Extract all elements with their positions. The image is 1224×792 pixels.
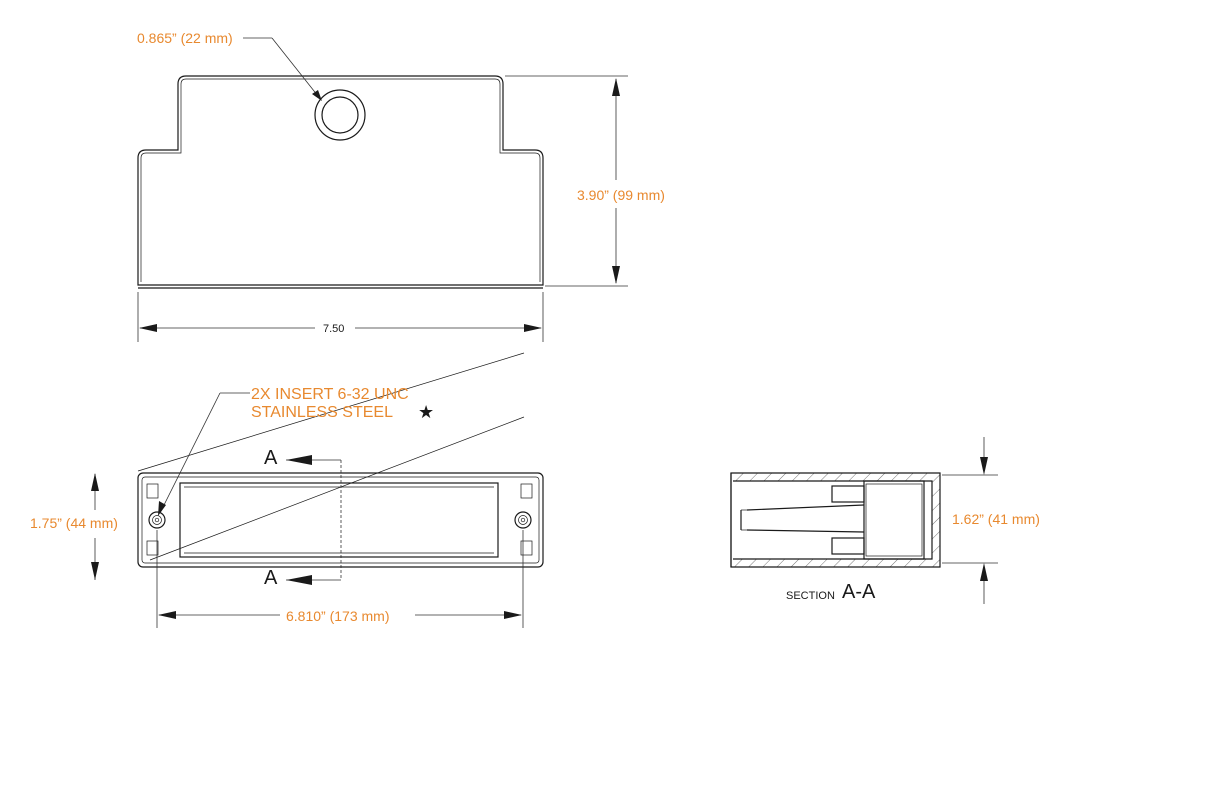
left-insert	[148, 511, 166, 529]
hole-diameter-label: 0.865” (22 mm)	[137, 30, 233, 46]
height-dimension: 3.90” (99 mm)	[505, 75, 665, 287]
insert-note-line2: STAINLESS STEEL	[251, 404, 393, 421]
width-label: 7.50	[323, 323, 344, 335]
top-view	[137, 472, 544, 568]
width-dimension: 7.50	[137, 292, 544, 342]
star-icon: ★	[418, 402, 434, 423]
section-view	[730, 472, 941, 568]
depth-label: 1.75” (44 mm)	[30, 515, 118, 531]
section-cut-line: A A	[264, 447, 342, 589]
insert-spacing-dimension: 6.810” (173 mm)	[156, 530, 524, 628]
right-insert	[514, 511, 532, 529]
depth-dimension: 1.75” (44 mm)	[30, 473, 118, 580]
section-title: SECTION A-A	[786, 581, 876, 603]
section-height-label: 1.62” (41 mm)	[952, 511, 1040, 527]
section-label: A-A	[842, 581, 876, 603]
section-marker-top: A	[264, 447, 278, 469]
section-marker-bottom: A	[264, 567, 278, 589]
hole-diameter-dimension: 0.865” (22 mm)	[137, 30, 322, 101]
cable-hole	[314, 89, 366, 141]
insert-note: 2X INSERT 6-32 UNC STAINLESS STEEL ★	[158, 386, 434, 516]
projection-lines	[137, 352, 525, 561]
section-height-dimension: 1.62” (41 mm)	[942, 437, 1040, 604]
insert-note-line1: 2X INSERT 6-32 UNC	[251, 386, 409, 403]
front-view	[137, 75, 544, 289]
section-word: SECTION	[786, 590, 835, 602]
height-label: 3.90” (99 mm)	[577, 187, 665, 203]
insert-spacing-label: 6.810” (173 mm)	[286, 608, 389, 624]
